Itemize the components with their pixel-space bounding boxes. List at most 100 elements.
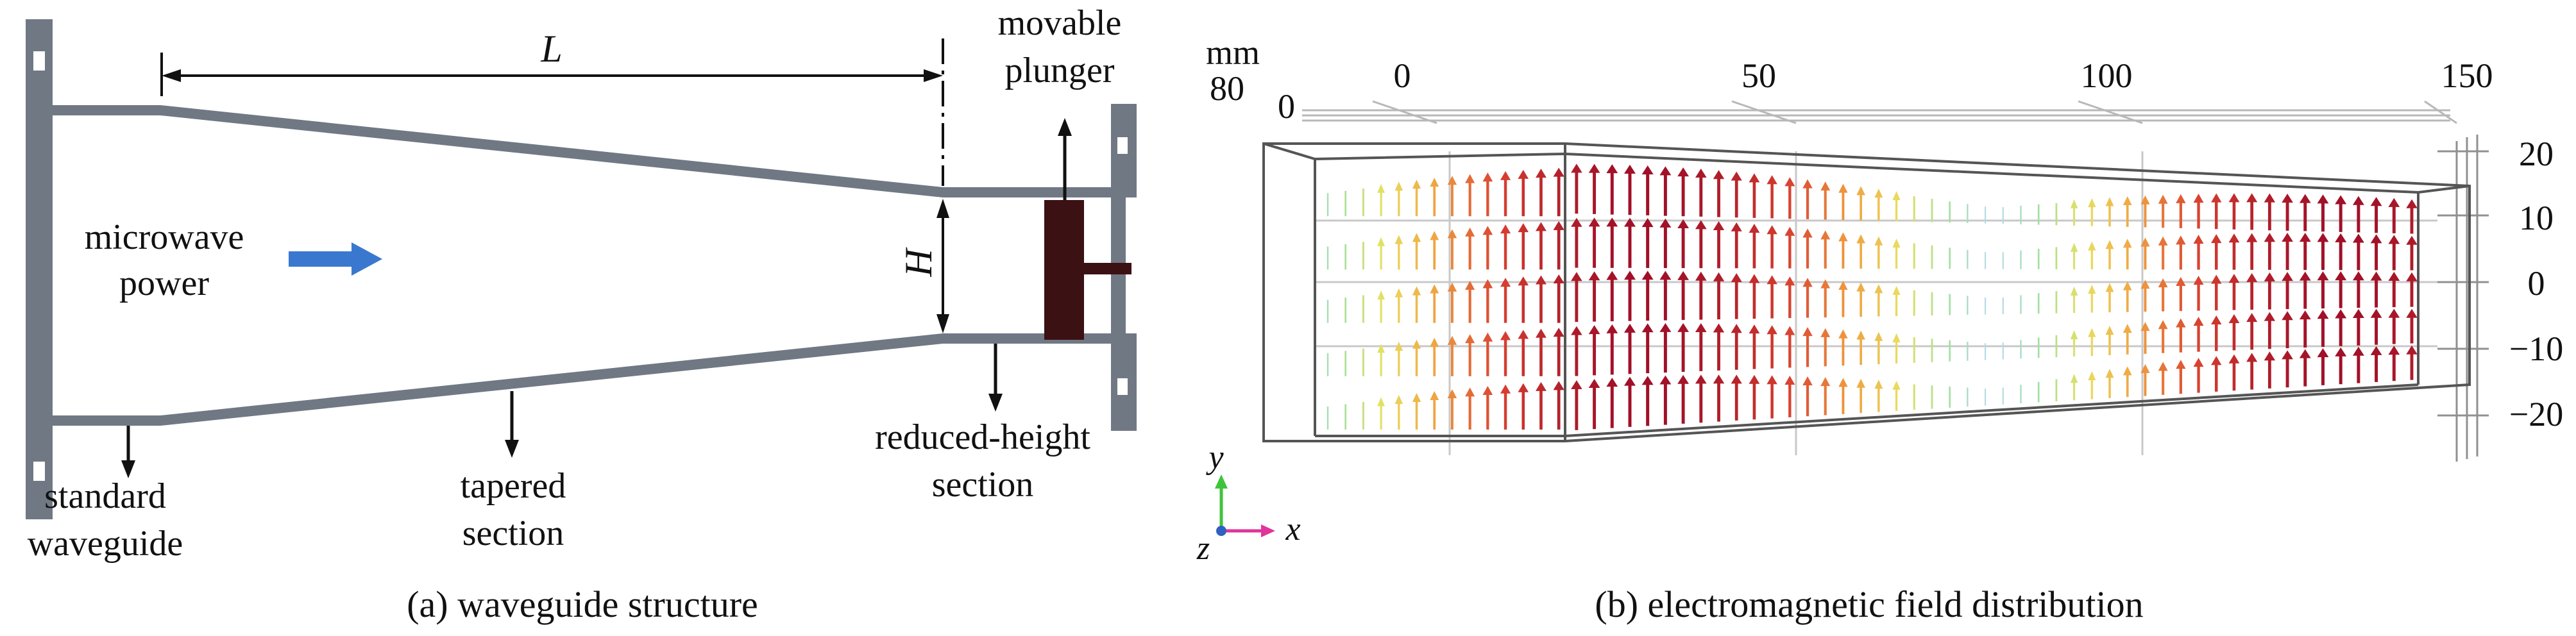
field-arrow-head bbox=[1553, 167, 1564, 177]
field-arrow-head bbox=[1412, 392, 1421, 402]
field-arrow-head bbox=[1749, 374, 1760, 384]
reduced-height-label-line1: reduced-height bbox=[875, 417, 1090, 457]
field-arrow-head bbox=[1677, 322, 1690, 332]
field-arrow-head bbox=[1430, 390, 1439, 400]
field-arrow-head bbox=[2406, 199, 2418, 208]
field-arrow-head bbox=[2193, 276, 2204, 285]
field-arrow-head bbox=[1553, 381, 1564, 390]
field-arrow-head bbox=[2176, 235, 2186, 245]
field-arrow-head bbox=[2158, 320, 2168, 330]
field-arrow-head bbox=[2105, 240, 2114, 249]
field-arrow-head bbox=[1465, 227, 1475, 237]
field-arrow-head bbox=[1731, 171, 1742, 181]
field-arrow-head bbox=[1571, 217, 1582, 227]
movable-plunger bbox=[1044, 200, 1131, 340]
field-arrow-head bbox=[1623, 217, 1636, 227]
reduced-pointer-arrow bbox=[988, 344, 1003, 412]
field-arrow-head bbox=[2193, 194, 2204, 203]
field-arrow-head bbox=[1412, 286, 1421, 296]
field-arrow-head bbox=[2317, 271, 2329, 281]
field-arrow-head bbox=[1412, 339, 1421, 349]
field-arrow-head bbox=[1482, 172, 1493, 182]
field-arrow-head bbox=[1394, 181, 1403, 191]
field-arrow-head bbox=[1892, 333, 1901, 342]
field-arrow-head bbox=[2246, 193, 2258, 203]
height-symbol: H bbox=[897, 247, 940, 278]
field-arrow-head bbox=[1695, 323, 1707, 333]
y-tick-0: 0 bbox=[2528, 264, 2545, 303]
field-arrow-head bbox=[1518, 223, 1529, 233]
field-arrow-head bbox=[2370, 197, 2382, 206]
field-arrow-head bbox=[1535, 275, 1546, 285]
field-arrow-head bbox=[1892, 238, 1901, 248]
field-arrow-head bbox=[1412, 233, 1421, 242]
field-arrow-head bbox=[1394, 235, 1403, 244]
field-arrow-head bbox=[2352, 271, 2364, 281]
field-arrow-head bbox=[1749, 324, 1760, 334]
field-arrow-head bbox=[1713, 374, 1725, 384]
x-tick-50: 50 bbox=[1741, 56, 1776, 95]
field-arrow-head bbox=[1659, 271, 1672, 280]
field-arrow-head bbox=[2140, 322, 2150, 331]
field-arrow-head bbox=[1874, 236, 1883, 246]
length-symbol: L bbox=[540, 28, 562, 70]
field-arrow-head bbox=[2140, 237, 2150, 247]
field-arrow-head bbox=[2193, 317, 2204, 326]
field-arrow-head bbox=[1713, 272, 1725, 281]
field-arrow-head bbox=[1377, 183, 1385, 193]
field-arrow-head bbox=[2176, 194, 2186, 203]
field-arrow-head bbox=[1784, 276, 1795, 286]
field-arrow-head bbox=[1571, 326, 1582, 335]
field-arrow-head bbox=[2299, 310, 2311, 320]
field-arrow-head bbox=[1802, 327, 1813, 337]
field-arrow-head bbox=[1874, 188, 1883, 198]
y-tick-minus20: −20 bbox=[2509, 395, 2563, 433]
field-arrow-head bbox=[2228, 354, 2240, 364]
field-arrow-head bbox=[1838, 378, 1848, 387]
field-arrow-head bbox=[1659, 322, 1672, 332]
field-arrow-head bbox=[2123, 238, 2132, 248]
field-arrow-head bbox=[1430, 231, 1439, 240]
field-arrow-head bbox=[2264, 312, 2276, 321]
field-arrow-head bbox=[2246, 313, 2258, 322]
top-grid-plane bbox=[1302, 100, 2457, 124]
field-arrow-head bbox=[1482, 385, 1493, 395]
field-arrow-head bbox=[2335, 347, 2347, 356]
field-arrow-head bbox=[2158, 236, 2168, 246]
field-arrow-head bbox=[1377, 290, 1385, 300]
field-arrow-head bbox=[2352, 309, 2364, 319]
field-arrow-head bbox=[1784, 326, 1795, 335]
field-arrow-head bbox=[1892, 191, 1901, 201]
x-tick-100: 100 bbox=[2081, 56, 2133, 95]
field-arrow-head bbox=[1377, 237, 1385, 246]
field-arrow-head bbox=[2335, 271, 2347, 281]
field-arrow-head bbox=[2211, 274, 2222, 284]
field-arrow-head bbox=[1394, 288, 1403, 297]
field-arrow-head bbox=[1500, 331, 1511, 340]
field-arrow-head bbox=[1820, 328, 1831, 337]
bottom-wall bbox=[53, 333, 1129, 426]
field-arrow-head bbox=[1518, 169, 1529, 179]
field-arrow-head bbox=[1465, 334, 1475, 344]
field-arrow-head bbox=[2070, 242, 2078, 252]
field-arrow-head bbox=[1412, 180, 1421, 189]
field-arrow-head bbox=[1838, 183, 1848, 193]
field-arrow-head bbox=[1571, 272, 1582, 281]
field-arrow-head bbox=[1606, 324, 1618, 333]
field-arrow-head bbox=[1641, 271, 1654, 280]
microwave-power-label-line2: power bbox=[119, 264, 209, 303]
field-arrow-head bbox=[1553, 221, 1564, 230]
field-arrow-head bbox=[1784, 177, 1795, 187]
field-arrow-head bbox=[1767, 225, 1777, 235]
waveguide-3d-frame bbox=[1262, 142, 2471, 442]
field-arrow-head bbox=[2088, 328, 2096, 337]
field-arrow-head bbox=[2140, 280, 2150, 289]
field-arrow-head bbox=[1677, 374, 1690, 384]
field-arrow-head bbox=[1659, 166, 1672, 176]
field-arrow-head bbox=[2070, 287, 2078, 296]
field-arrow-head bbox=[1874, 284, 1883, 294]
field-arrow-head bbox=[1784, 226, 1795, 236]
field-arrow-head bbox=[2088, 285, 2096, 294]
panel-a-waveguide-structure: L H microwave power movable plunger stan… bbox=[26, 3, 1139, 625]
field-arrow-head bbox=[1394, 395, 1403, 405]
